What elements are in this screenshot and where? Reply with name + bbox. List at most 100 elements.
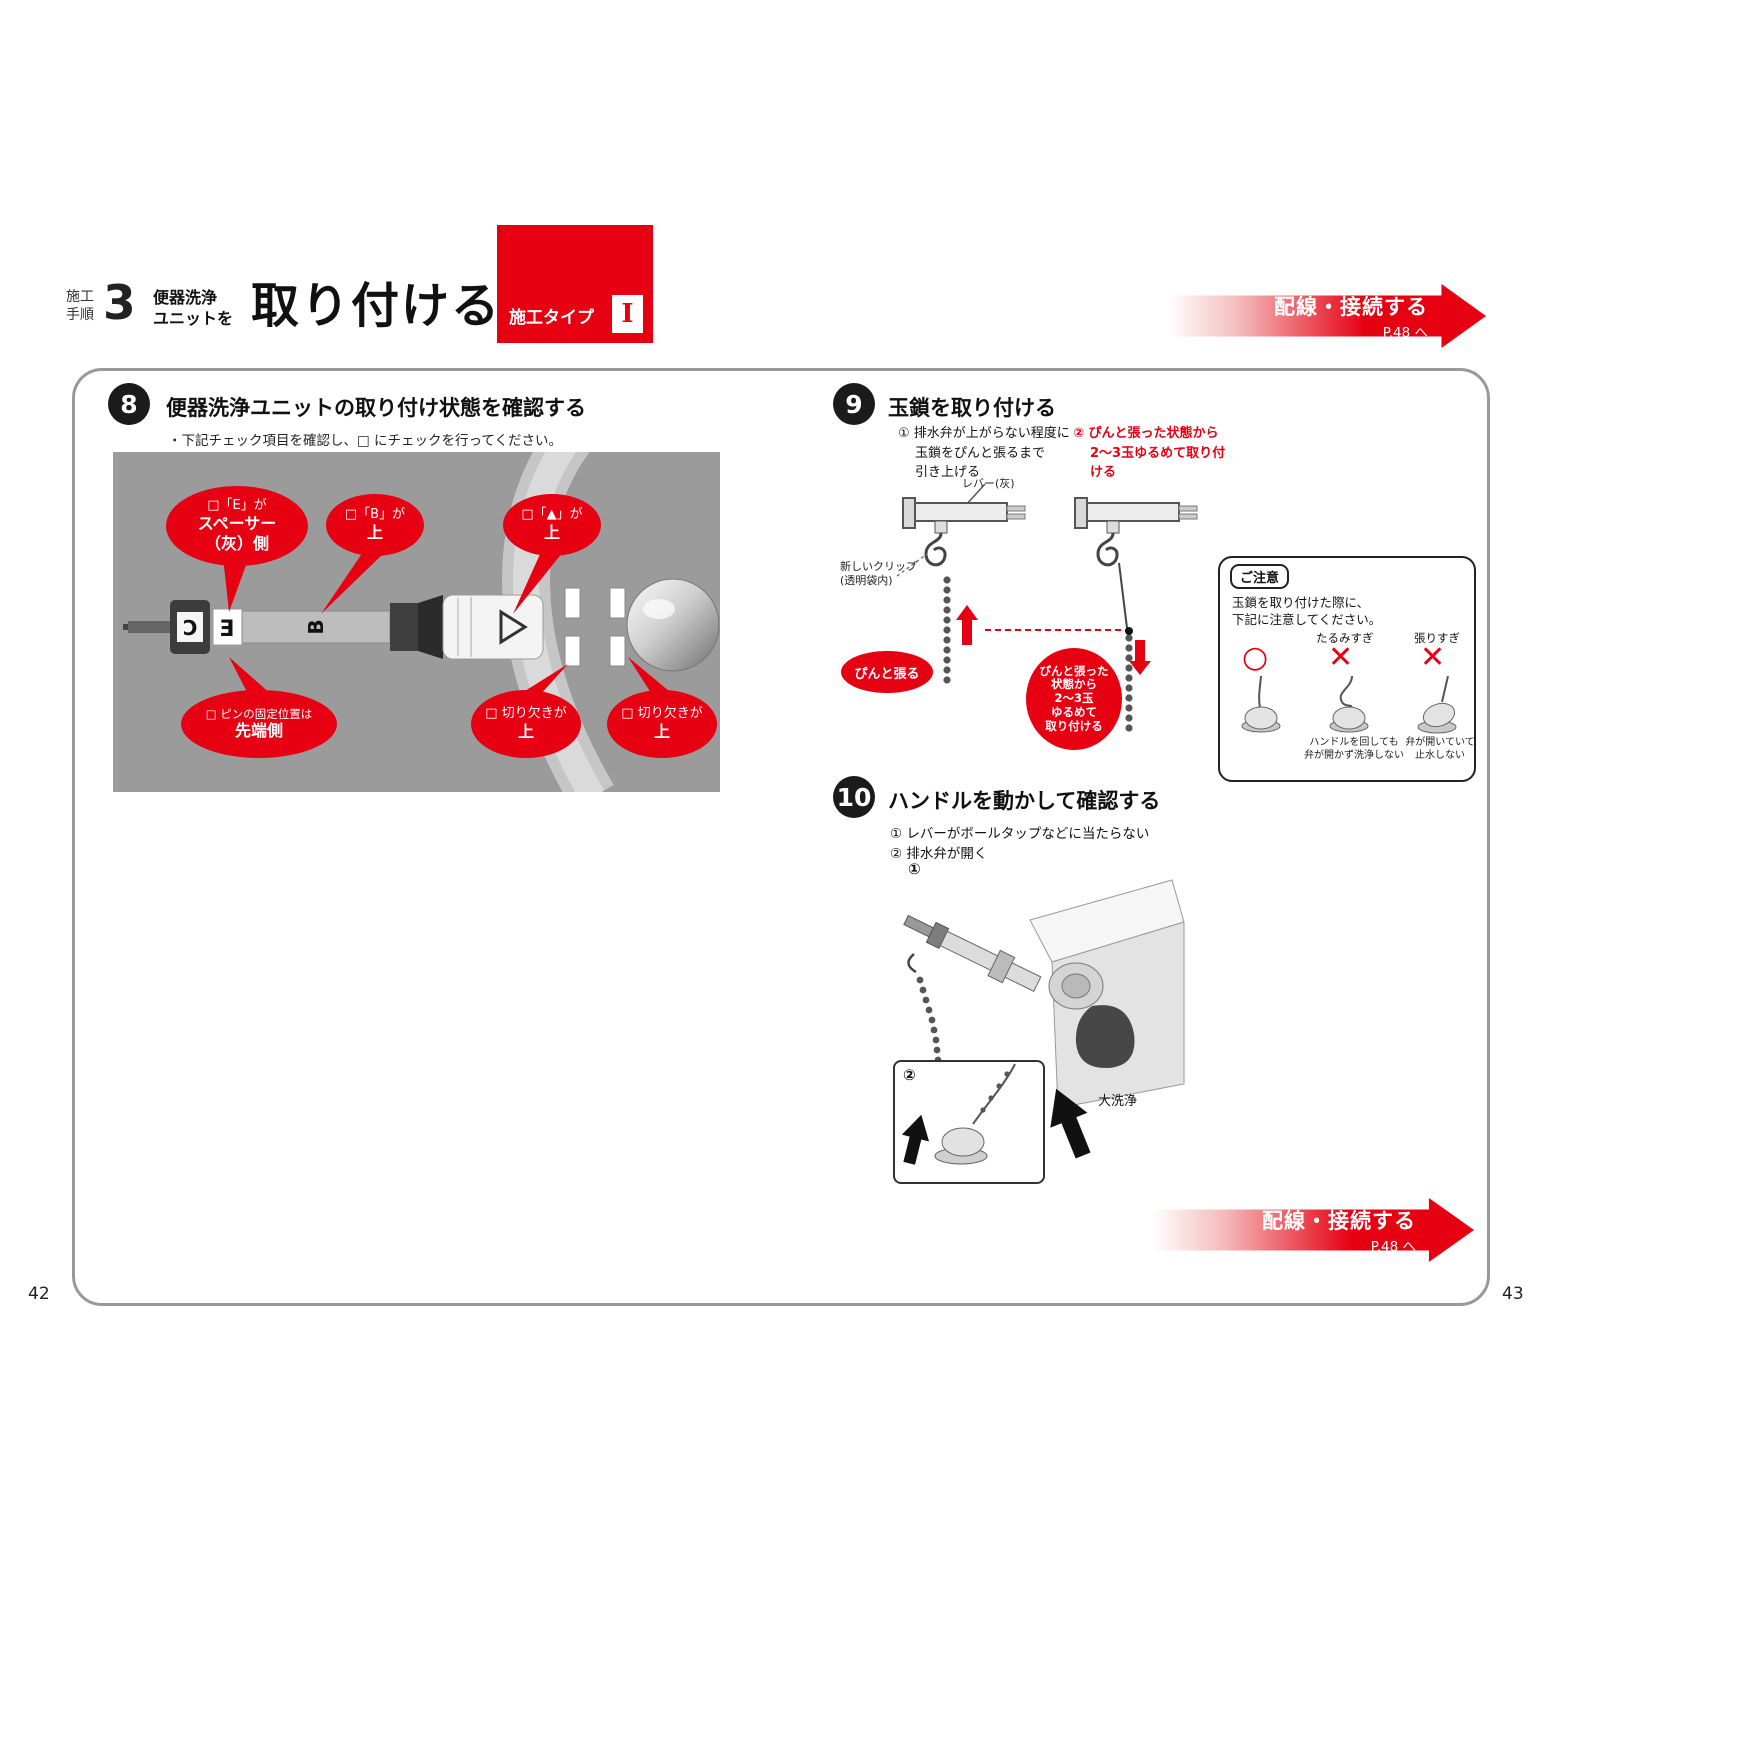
- dark-ring: [390, 603, 418, 651]
- bubble-loose-line3: 2〜3玉: [1054, 691, 1094, 706]
- procedure-label-line2: 手順: [66, 306, 94, 323]
- bubble-loosen-beads: ぴんと張った 状態から 2〜3玉 ゆるめて 取り付ける: [1026, 648, 1122, 750]
- caution-box: ご注意 玉鎖を取り付けた際に、 下記に注意してください。 たるみすぎ 張りすぎ …: [1218, 556, 1476, 782]
- chain-attachment-drawing: [896, 483, 1198, 732]
- page-number-left: 42: [28, 1284, 50, 1304]
- bubble-loose-line2: 状態から: [1051, 677, 1097, 692]
- callout-triangle-line1: □「▲」が: [521, 506, 583, 522]
- ng-mark-1: ✕: [1328, 640, 1354, 675]
- callout-pointers: [223, 552, 675, 696]
- valve-body: [442, 594, 544, 660]
- chain-hook: [907, 953, 917, 974]
- page-title: 取り付ける: [251, 278, 502, 334]
- nav-banner-bottom-inner: 配線・接続する P.48 へ: [1262, 1205, 1474, 1255]
- step10-title: ハンドルを動かして確認する: [888, 789, 1161, 813]
- step9-instr1-line3: 引き上げる: [915, 465, 981, 480]
- right-chain: [1125, 634, 1133, 732]
- valve-shaft-assembly: C E B: [123, 578, 720, 672]
- page-number-right: 43: [1502, 1284, 1524, 1304]
- step9-instr1-line2: 玉鎖をぴんと張るまで: [915, 445, 1046, 461]
- callout-pin-position: □ ピンの固定位置は 先端側: [181, 690, 337, 758]
- header-subtitle-line1: 便器洗浄: [153, 288, 218, 307]
- tension-annotations: [956, 605, 1151, 675]
- step9-instr2-line2: 2〜3玉ゆるめて取り付: [1090, 445, 1226, 461]
- caution-label-slack: たるみすぎ: [1316, 631, 1374, 645]
- callout-notch2-line1: □ 切り欠きが: [621, 705, 703, 721]
- callout-notch2-up: □ 切り欠きが 上: [607, 690, 717, 758]
- new-clip-label: 新しいクリップ (透明袋内): [840, 560, 917, 589]
- bubble-loose-line4: ゆるめて: [1051, 704, 1097, 719]
- bubble-loose-line5: 取り付ける: [1045, 718, 1103, 733]
- step9-instr2-line3: ける: [1090, 465, 1117, 480]
- pin: [128, 621, 178, 633]
- part-letter-e: E: [219, 617, 234, 642]
- callout-notch2-line2: 上: [653, 722, 670, 742]
- callout-e-line3: （灰）側: [204, 534, 269, 554]
- callout-notch1-up: □ 切り欠きが 上: [471, 690, 581, 758]
- nav-banner-label: 配線・接続する: [1274, 295, 1428, 319]
- flapper-ok-drawing: [1241, 676, 1281, 733]
- down-arrow-icon: [1129, 640, 1151, 675]
- clip-hook: [924, 532, 947, 567]
- caution-label-tight: 張りすぎ: [1414, 631, 1460, 645]
- new-clip-label-line1: 新しいクリップ: [840, 560, 917, 573]
- step9-instr2-line1: ② ぴんと張った状態から: [1073, 426, 1219, 441]
- flush-arrow-icon: [1050, 1088, 1091, 1159]
- flush-label: 大洗浄: [1098, 1094, 1138, 1109]
- callout-b-line2: 上: [366, 523, 383, 543]
- knob-highlight: [643, 599, 675, 619]
- part-letter-b: B: [304, 619, 328, 634]
- shaft-pipe: [241, 610, 391, 644]
- nav-banner-page-ref: P.48 へ: [1382, 325, 1428, 341]
- flapper-tight-drawing: [1417, 676, 1457, 734]
- callout-triangle-line2: 上: [543, 523, 560, 543]
- step9-instr1-line1: ① 排水弁が上がらない程度に: [898, 426, 1070, 441]
- caution-caption2-line2: 止水しない: [1415, 750, 1465, 761]
- step10-marker-1: ①: [908, 860, 921, 878]
- nav-banner-top-inner: 配線・接続する P.48 へ: [1274, 291, 1486, 341]
- flush-handle: [1075, 1005, 1135, 1069]
- c-window: [177, 612, 203, 642]
- content-panel: [72, 368, 1490, 1306]
- taper: [418, 595, 443, 659]
- nav-banner-bottom-label: 配線・接続する: [1262, 1209, 1416, 1233]
- step10-number-badge: 10: [833, 776, 875, 818]
- right-lever: [1074, 497, 1198, 732]
- callout-e-spacer: □「E」が スペーサー （灰）側: [166, 486, 308, 566]
- step8-title: 便器洗浄ユニットの取り付け状態を確認する: [166, 396, 586, 420]
- callout-e-line1: □「E」が: [207, 497, 267, 513]
- step9-title: 玉鎖を取り付ける: [888, 396, 1056, 420]
- caution-caption2-line1: 弁が開いていて: [1405, 737, 1475, 748]
- flapper-slack-drawing: [1329, 676, 1369, 733]
- caution-caption1-line2: 弁が開かず洗浄しない: [1304, 750, 1404, 761]
- callout-notch1-line2: 上: [517, 722, 534, 742]
- step8-illustration: C E B: [113, 406, 720, 810]
- open-arrow-icon: [901, 1114, 930, 1165]
- procedure-number: 3: [103, 276, 136, 331]
- step10-inset-box: ②: [893, 1060, 1045, 1184]
- step10-instruction-1: ① レバーがボールタップなどに当たらない: [890, 826, 1150, 842]
- callout-pin-line1: □ ピンの固定位置は: [205, 706, 313, 721]
- step10-marker-2: ②: [903, 1066, 916, 1084]
- step8-number-badge: 8: [108, 383, 150, 425]
- bubble-loose-line1: ぴんと張った: [1039, 663, 1109, 678]
- flapper-open-drawing: [901, 1063, 1016, 1165]
- callout-pin-line2: 先端側: [234, 721, 283, 741]
- step9-instruction-2: ② ぴんと張った状態から 2〜3玉ゆるめて取り付 ける: [1073, 424, 1253, 483]
- callout-e-line2: スペーサー: [197, 514, 277, 534]
- ok-mark: ○: [1242, 640, 1269, 675]
- hanging-chain: [916, 976, 942, 1064]
- new-clip-label-line2: (透明袋内): [840, 574, 893, 588]
- callout-notch1-line1: □ 切り欠きが: [485, 705, 567, 721]
- step10-instruction-2: ② 排水弁が開く: [890, 846, 988, 862]
- left-lever: [896, 483, 1026, 684]
- lever-label: レバー(灰): [962, 477, 1015, 490]
- caution-text-line2: 下記に注意してください。: [1232, 612, 1382, 627]
- clip-hook-right: [1096, 532, 1119, 567]
- step8-note: ・下記チェック項目を確認し、□ にチェックを行ってください。: [168, 433, 562, 449]
- construction-type-value: I: [612, 295, 643, 333]
- up-arrow-icon: [956, 605, 978, 645]
- left-chain: [943, 576, 951, 684]
- caution-caption1-line1: ハンドルを回しても: [1309, 737, 1399, 748]
